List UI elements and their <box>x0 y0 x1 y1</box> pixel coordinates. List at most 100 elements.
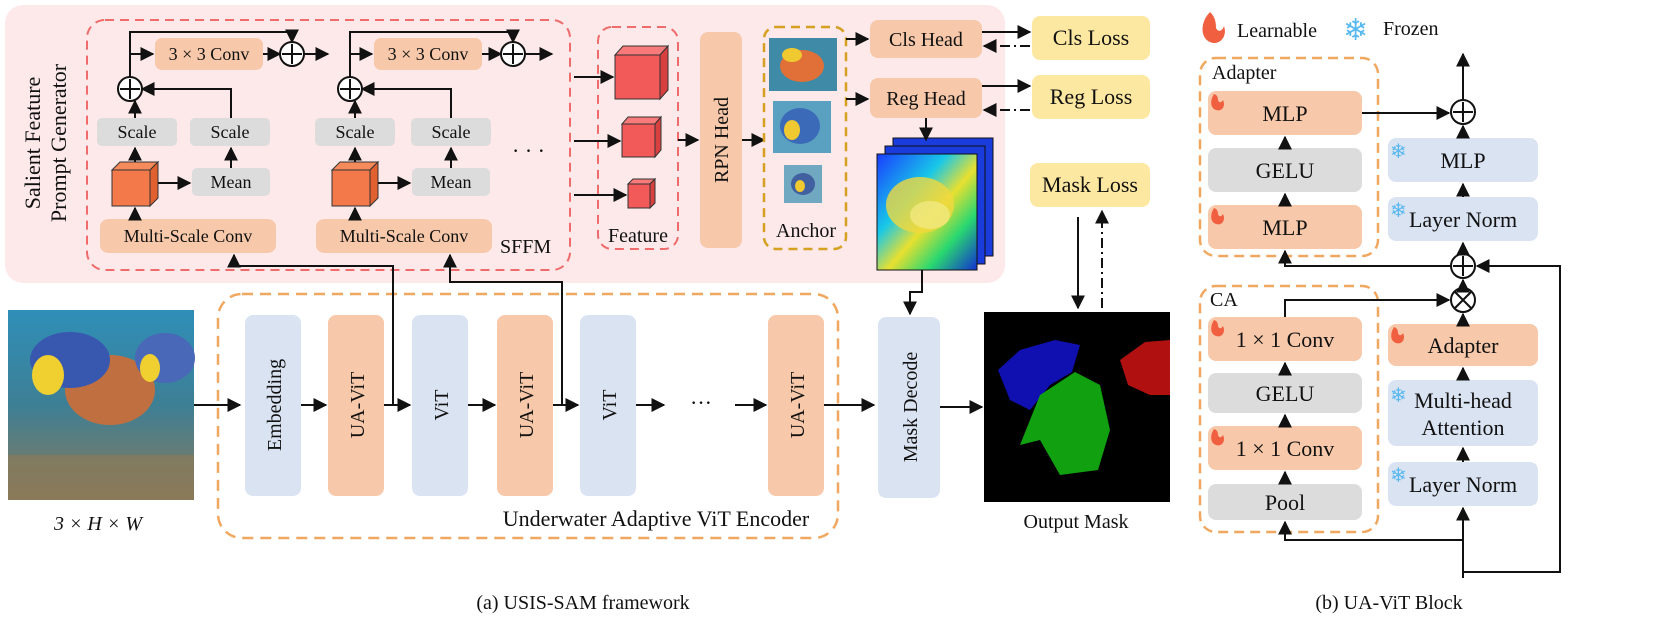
layernorm-bottom <box>1388 462 1538 506</box>
scale-label: Scale <box>118 122 157 142</box>
flame-icon <box>1211 94 1225 111</box>
cls-head <box>870 20 982 58</box>
snowflake-icon: ❄ <box>1343 13 1368 48</box>
scale-label: Scale <box>211 122 250 142</box>
snowflake-icon: ❄ <box>1390 383 1407 407</box>
reg-head <box>870 78 982 118</box>
anchor-box <box>762 25 848 251</box>
ua-vit-block <box>328 315 384 496</box>
conv3x3-label: 3 × 3 Conv <box>388 44 469 64</box>
ca-gelu <box>1208 373 1362 413</box>
adapter-gelu-label: GELU <box>1256 158 1315 183</box>
mean-label: Mean <box>211 172 252 192</box>
caption-b: (b) UA-ViT Block <box>1315 592 1462 614</box>
adapter-mlp-top-label: MLP <box>1262 101 1307 126</box>
flame-icon <box>1211 429 1225 446</box>
ca-conv-bottom-label: 1 × 1 Conv <box>1236 436 1335 461</box>
adapter-title: Adapter <box>1212 62 1277 84</box>
encoder-block-label: Embedding <box>264 359 286 451</box>
legend-frozen: Frozen <box>1383 18 1439 40</box>
ca-conv-top-label: 1 × 1 Conv <box>1236 327 1335 352</box>
ua-vit-block <box>497 315 553 496</box>
feature-label: Feature <box>608 225 668 247</box>
mha-block <box>1388 380 1538 446</box>
ca-gelu-label: GELU <box>1256 381 1315 406</box>
mask-loss <box>1030 163 1150 207</box>
snowflake-icon: ❄ <box>1390 139 1407 163</box>
feature-cube <box>331 169 371 207</box>
adapter-block-label: Adapter <box>1428 333 1500 358</box>
encoder-block-label: UA-ViT <box>787 372 809 439</box>
adapter-block <box>1388 324 1538 366</box>
flame-icon <box>1391 327 1405 344</box>
layernorm-bottom-label: Layer Norm <box>1409 472 1517 497</box>
encoder-block-label: ViT <box>431 389 453 420</box>
side-label-line2: Prompt Generator <box>46 63 71 222</box>
feature-cube-small <box>627 183 651 209</box>
ca-pool-label: Pool <box>1265 490 1305 515</box>
output-mask-image <box>984 312 1170 502</box>
msconv-label: Multi-Scale Conv <box>124 226 253 246</box>
anchor-images <box>769 38 837 203</box>
conv3x3-label: 3 × 3 Conv <box>169 44 250 64</box>
scale-label: Scale <box>336 122 375 142</box>
rpn-head <box>700 32 742 248</box>
encoder-block-label: UA-ViT <box>516 372 538 439</box>
reg-loss <box>1032 75 1150 119</box>
frozen-mlp-label: MLP <box>1440 148 1485 173</box>
mask-decode-label: Mask Decode <box>900 352 922 463</box>
msconv-label: Multi-Scale Conv <box>340 226 469 246</box>
cls-head-label: Cls Head <box>889 29 963 51</box>
mask-decode <box>878 317 940 498</box>
caption-a: (a) USIS-SAM framework <box>476 592 689 614</box>
legend: Learnable ❄ Frozen <box>1202 12 1439 48</box>
frozen-layernorm-top-label: Layer Norm <box>1409 207 1517 232</box>
flame-icon <box>1202 12 1225 44</box>
ca-title: CA <box>1210 289 1238 311</box>
input-image <box>8 310 195 500</box>
mask-loss-label: Mask Loss <box>1042 172 1138 197</box>
adapter-mlp-top <box>1208 91 1362 135</box>
encoder-block-label: UA-ViT <box>347 372 369 439</box>
snowflake-icon: ❄ <box>1390 198 1407 222</box>
rpn-head-label: RPN Head <box>711 97 733 183</box>
feature-cubes <box>613 44 670 210</box>
encoder-label: Underwater Adaptive ViT Encoder <box>503 506 810 531</box>
reg-head-label: Reg Head <box>886 88 965 110</box>
frozen-layernorm-top <box>1388 197 1538 241</box>
vit-block <box>580 315 636 496</box>
sffm-dots: · · · <box>512 138 545 163</box>
feature-cube <box>111 169 151 207</box>
flame-icon <box>1211 320 1225 337</box>
sffm-block-1: 3 × 3 Conv Scale Scale Mean Multi-Scale … <box>97 29 330 253</box>
flame-icon <box>1211 208 1225 225</box>
ua-vit-block <box>768 315 824 496</box>
prompt-generator-background <box>5 5 1005 283</box>
feature-cube-medium <box>621 123 656 158</box>
embedding-block <box>245 315 301 496</box>
cls-loss-label: Cls Loss <box>1053 25 1129 50</box>
encoder-box <box>216 292 840 540</box>
ca-pool <box>1208 484 1362 520</box>
mha-label-line1: Multi-head <box>1414 388 1512 413</box>
encoder-dots: ··· <box>690 390 712 415</box>
ca-conv-top <box>1208 317 1362 361</box>
feature-box <box>597 26 679 250</box>
side-label-line1: Salient Feature <box>20 77 45 210</box>
vit-block <box>412 315 468 496</box>
heatmap-stack <box>876 137 994 271</box>
frozen-mlp <box>1388 138 1538 182</box>
snowflake-icon: ❄ <box>1390 463 1407 487</box>
mean-label: Mean <box>431 172 472 192</box>
input-dim-label: 3 × H × W <box>53 513 144 535</box>
mha-label-line2: Attention <box>1421 415 1504 440</box>
adapter-mlp-bottom-label: MLP <box>1262 215 1307 240</box>
encoder-blocks: Embedding UA-ViT ViT UA-ViT ViT UA-ViT <box>245 315 824 496</box>
ca-conv-bottom <box>1208 426 1362 470</box>
output-mask-label: Output Mask <box>1024 511 1129 533</box>
adapter-mlp-bottom <box>1208 205 1362 249</box>
encoder-block-label: ViT <box>599 389 621 420</box>
cls-loss <box>1032 16 1150 60</box>
